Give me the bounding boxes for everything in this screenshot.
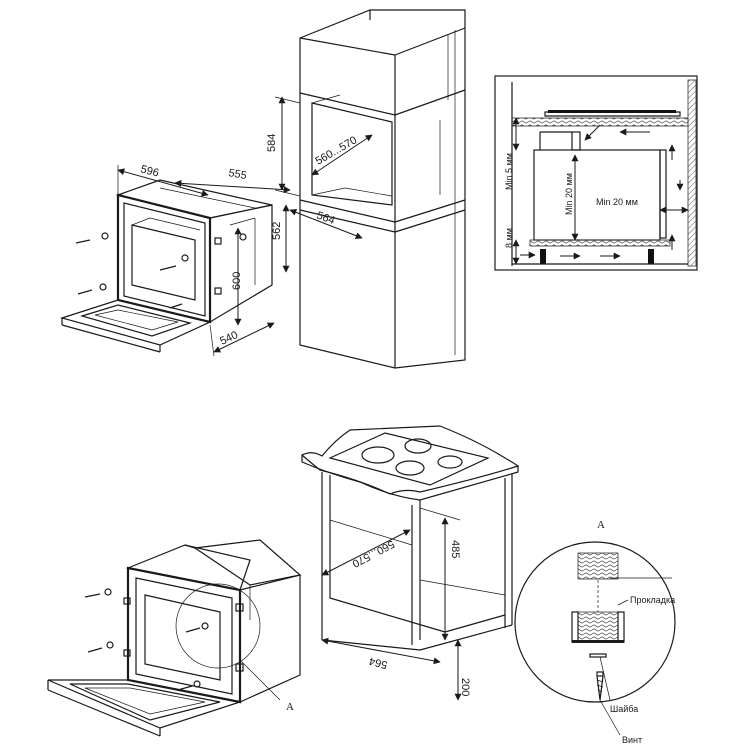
- detail-a: A Прокладка Шайба Винт: [514, 519, 676, 745]
- base-cabinet: [300, 425, 520, 651]
- dim-596-label: 596: [139, 163, 160, 179]
- dim-564-label: 564: [315, 210, 336, 228]
- min20-horizontal-label: Min 20 мм: [596, 197, 638, 207]
- dim-485-label: 485: [449, 540, 461, 558]
- dimension-560-570-bottom: 560...570: [321, 529, 411, 576]
- ventilation-detail: Min 5 мм Min 20 мм Min 20 мм 8 мм: [494, 75, 698, 271]
- dim-600-label: 600: [231, 272, 243, 290]
- dimension-485: 485: [419, 507, 461, 641]
- dim-560-570-bottom-label: 560...570: [350, 537, 396, 569]
- dim-562-label: 562: [271, 222, 283, 240]
- dimension-555: 555: [174, 167, 291, 194]
- dimension-564-bottom: 564: [321, 637, 441, 671]
- screw-label: Винт: [622, 735, 642, 745]
- dim-200-label: 200: [459, 678, 471, 696]
- screw-icon: [75, 239, 183, 309]
- min20-vertical-label: Min 20 мм: [564, 173, 574, 215]
- dimension-560-570: 560...570: [311, 134, 373, 176]
- gasket-label: Прокладка: [630, 595, 675, 605]
- dim-584-label: 584: [266, 134, 278, 152]
- oven-bottom: A: [47, 539, 302, 737]
- oven-top: [59, 179, 273, 353]
- dimension-200: 200: [454, 639, 471, 701]
- min5-label: Min 5 мм: [504, 153, 514, 190]
- dimension-562: 562: [271, 204, 290, 273]
- washer-label: Шайба: [610, 704, 638, 714]
- dimension-584: 584: [266, 96, 301, 197]
- tall-cabinet: [299, 9, 466, 369]
- dimension-540: 540: [209, 322, 275, 357]
- dimension-600: 600: [231, 227, 243, 326]
- dimension-564-top: 564: [289, 209, 363, 239]
- detail-a-title: A: [597, 519, 605, 531]
- dim-564-bottom-label: 564: [368, 654, 389, 670]
- screw-icon: [596, 671, 604, 701]
- callout-a-label: A: [286, 701, 294, 713]
- gap8-label: 8 мм: [504, 228, 514, 248]
- dim-555-label: 555: [227, 167, 247, 182]
- dim-560-570-label: 560...570: [314, 134, 360, 167]
- dim-540-label: 540: [218, 329, 240, 348]
